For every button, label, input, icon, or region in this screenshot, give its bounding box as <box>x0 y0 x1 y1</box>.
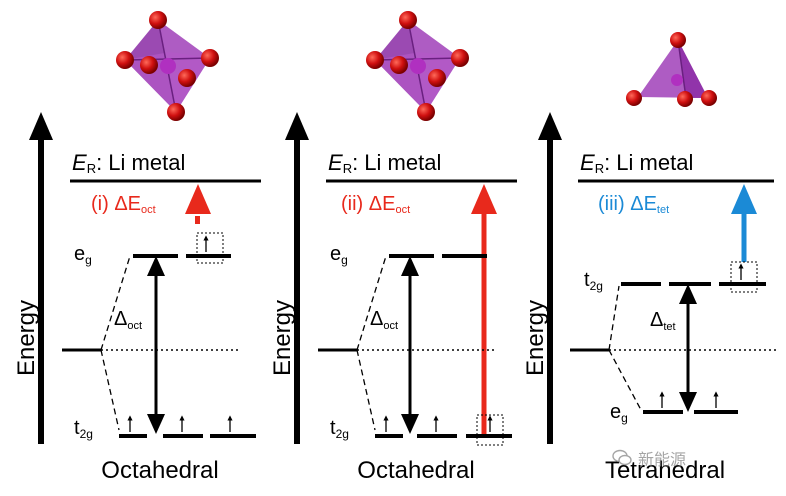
splitting-label: Δtet <box>650 309 676 333</box>
reference-label: ER: Li metal <box>580 150 693 176</box>
panel-octahedral-1: Energy ER: Li metal (i) ΔEoct eg Δoct t2… <box>13 112 261 484</box>
panel-octahedral-2: Energy ER: Li metal (ii) ΔEoct eg Δoct t… <box>269 112 517 484</box>
tetrahedron-structure <box>626 32 717 107</box>
gap-arrowhead <box>185 184 211 214</box>
octahedron-structure-2 <box>366 11 469 121</box>
lower-level-label: t2g <box>74 417 93 441</box>
gap-label: (iii) ΔEtet <box>598 193 669 216</box>
upper-level-label: eg <box>74 243 92 267</box>
energy-axis-arrowhead <box>29 112 53 140</box>
watermark-text: 新能源 <box>638 452 687 469</box>
gap-label: (ii) ΔEoct <box>341 193 410 216</box>
geometry-label: Octahedral <box>357 457 474 484</box>
reference-label: ER: Li metal <box>72 150 185 176</box>
energy-axis-label: Energy <box>13 300 40 376</box>
watermark: 新能源 <box>612 446 686 470</box>
octahedron-structure-1 <box>116 11 219 121</box>
gap-label: (i) ΔEoct <box>91 193 156 216</box>
lower-level-label: eg <box>610 401 628 425</box>
upper-level-label: t2g <box>584 269 603 293</box>
panel-tetrahedral: Energy ER: Li metal (iii) ΔEtet t2g Δtet… <box>522 112 776 484</box>
reference-label: ER: Li metal <box>328 150 441 176</box>
energy-axis-arrowhead <box>285 112 309 140</box>
energy-axis-arrowhead <box>538 112 562 140</box>
splitting-label: Δoct <box>114 308 142 332</box>
upper-level-label: eg <box>330 243 348 267</box>
splitting-label: Δoct <box>370 308 398 332</box>
lower-level-label: t2g <box>330 417 349 441</box>
geometry-label: Octahedral <box>101 457 218 484</box>
energy-axis-label: Energy <box>522 300 549 376</box>
energy-axis-label: Energy <box>269 300 296 376</box>
wechat-icon <box>612 449 632 466</box>
